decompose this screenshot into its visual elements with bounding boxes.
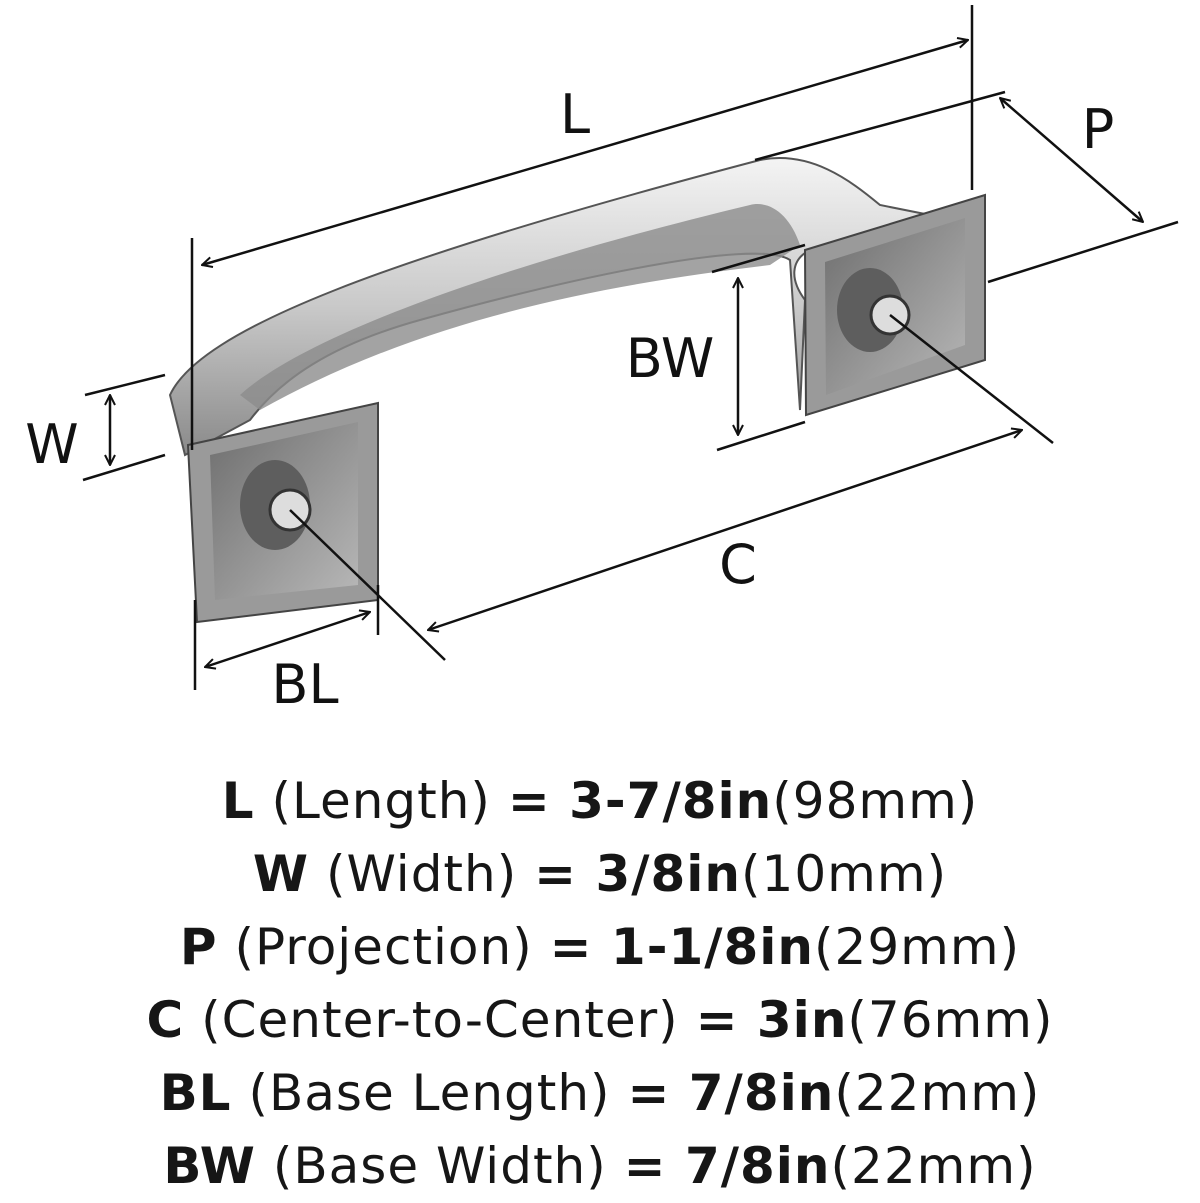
spec-metric: (29mm) bbox=[814, 918, 1021, 976]
spec-name: (Width) bbox=[309, 845, 535, 903]
spec-base-length: BL (Base Length) = 7/8in(22mm) bbox=[0, 1057, 1200, 1130]
label-width: W bbox=[25, 413, 78, 476]
spec-name: (Center-to-Center) bbox=[184, 991, 696, 1049]
spec-key: L bbox=[221, 772, 255, 830]
spec-key: W bbox=[252, 845, 310, 903]
spec-key: P bbox=[179, 918, 218, 976]
label-center-to-center: C bbox=[719, 533, 757, 596]
spec-value: = 7/8in bbox=[623, 1137, 831, 1195]
spec-metric: (98mm) bbox=[772, 772, 979, 830]
spec-value: = 3/8in bbox=[534, 845, 742, 903]
spec-name: (Length) bbox=[254, 772, 508, 830]
spec-name: (Projection) bbox=[217, 918, 550, 976]
spec-metric: (10mm) bbox=[741, 845, 948, 903]
spec-value: = 3-7/8in bbox=[507, 772, 773, 830]
spec-metric: (76mm) bbox=[847, 991, 1054, 1049]
spec-metric: (22mm) bbox=[830, 1137, 1037, 1195]
label-base-width: BW bbox=[626, 327, 715, 390]
spec-projection: P (Projection) = 1-1/8in(29mm) bbox=[0, 911, 1200, 984]
spec-value: = 7/8in bbox=[627, 1064, 835, 1122]
spec-key: BL bbox=[159, 1064, 232, 1122]
spec-value: = 1-1/8in bbox=[549, 918, 815, 976]
label-base-length: BL bbox=[271, 653, 338, 716]
cabinet-pull bbox=[168, 157, 986, 624]
spec-key: BW bbox=[163, 1137, 256, 1195]
label-length: L bbox=[560, 83, 590, 146]
label-projection: P bbox=[1082, 98, 1115, 161]
specifications-list: L (Length) = 3-7/8in(98mm) W (Width) = 3… bbox=[0, 765, 1200, 1203]
spec-name: (Base Length) bbox=[231, 1064, 628, 1122]
spec-length: L (Length) = 3-7/8in(98mm) bbox=[0, 765, 1200, 838]
spec-value: = 3in bbox=[695, 991, 848, 1049]
handle-dimension-diagram: L P BW W C BL bbox=[25, 5, 1179, 716]
spec-key: C bbox=[146, 991, 185, 1049]
spec-name: (Base Width) bbox=[255, 1137, 624, 1195]
spec-center-to-center: C (Center-to-Center) = 3in(76mm) bbox=[0, 984, 1200, 1057]
spec-width: W (Width) = 3/8in(10mm) bbox=[0, 838, 1200, 911]
dimension-lines bbox=[82, 5, 1179, 690]
spec-base-width: BW (Base Width) = 7/8in(22mm) bbox=[0, 1130, 1200, 1203]
spec-metric: (22mm) bbox=[834, 1064, 1041, 1122]
